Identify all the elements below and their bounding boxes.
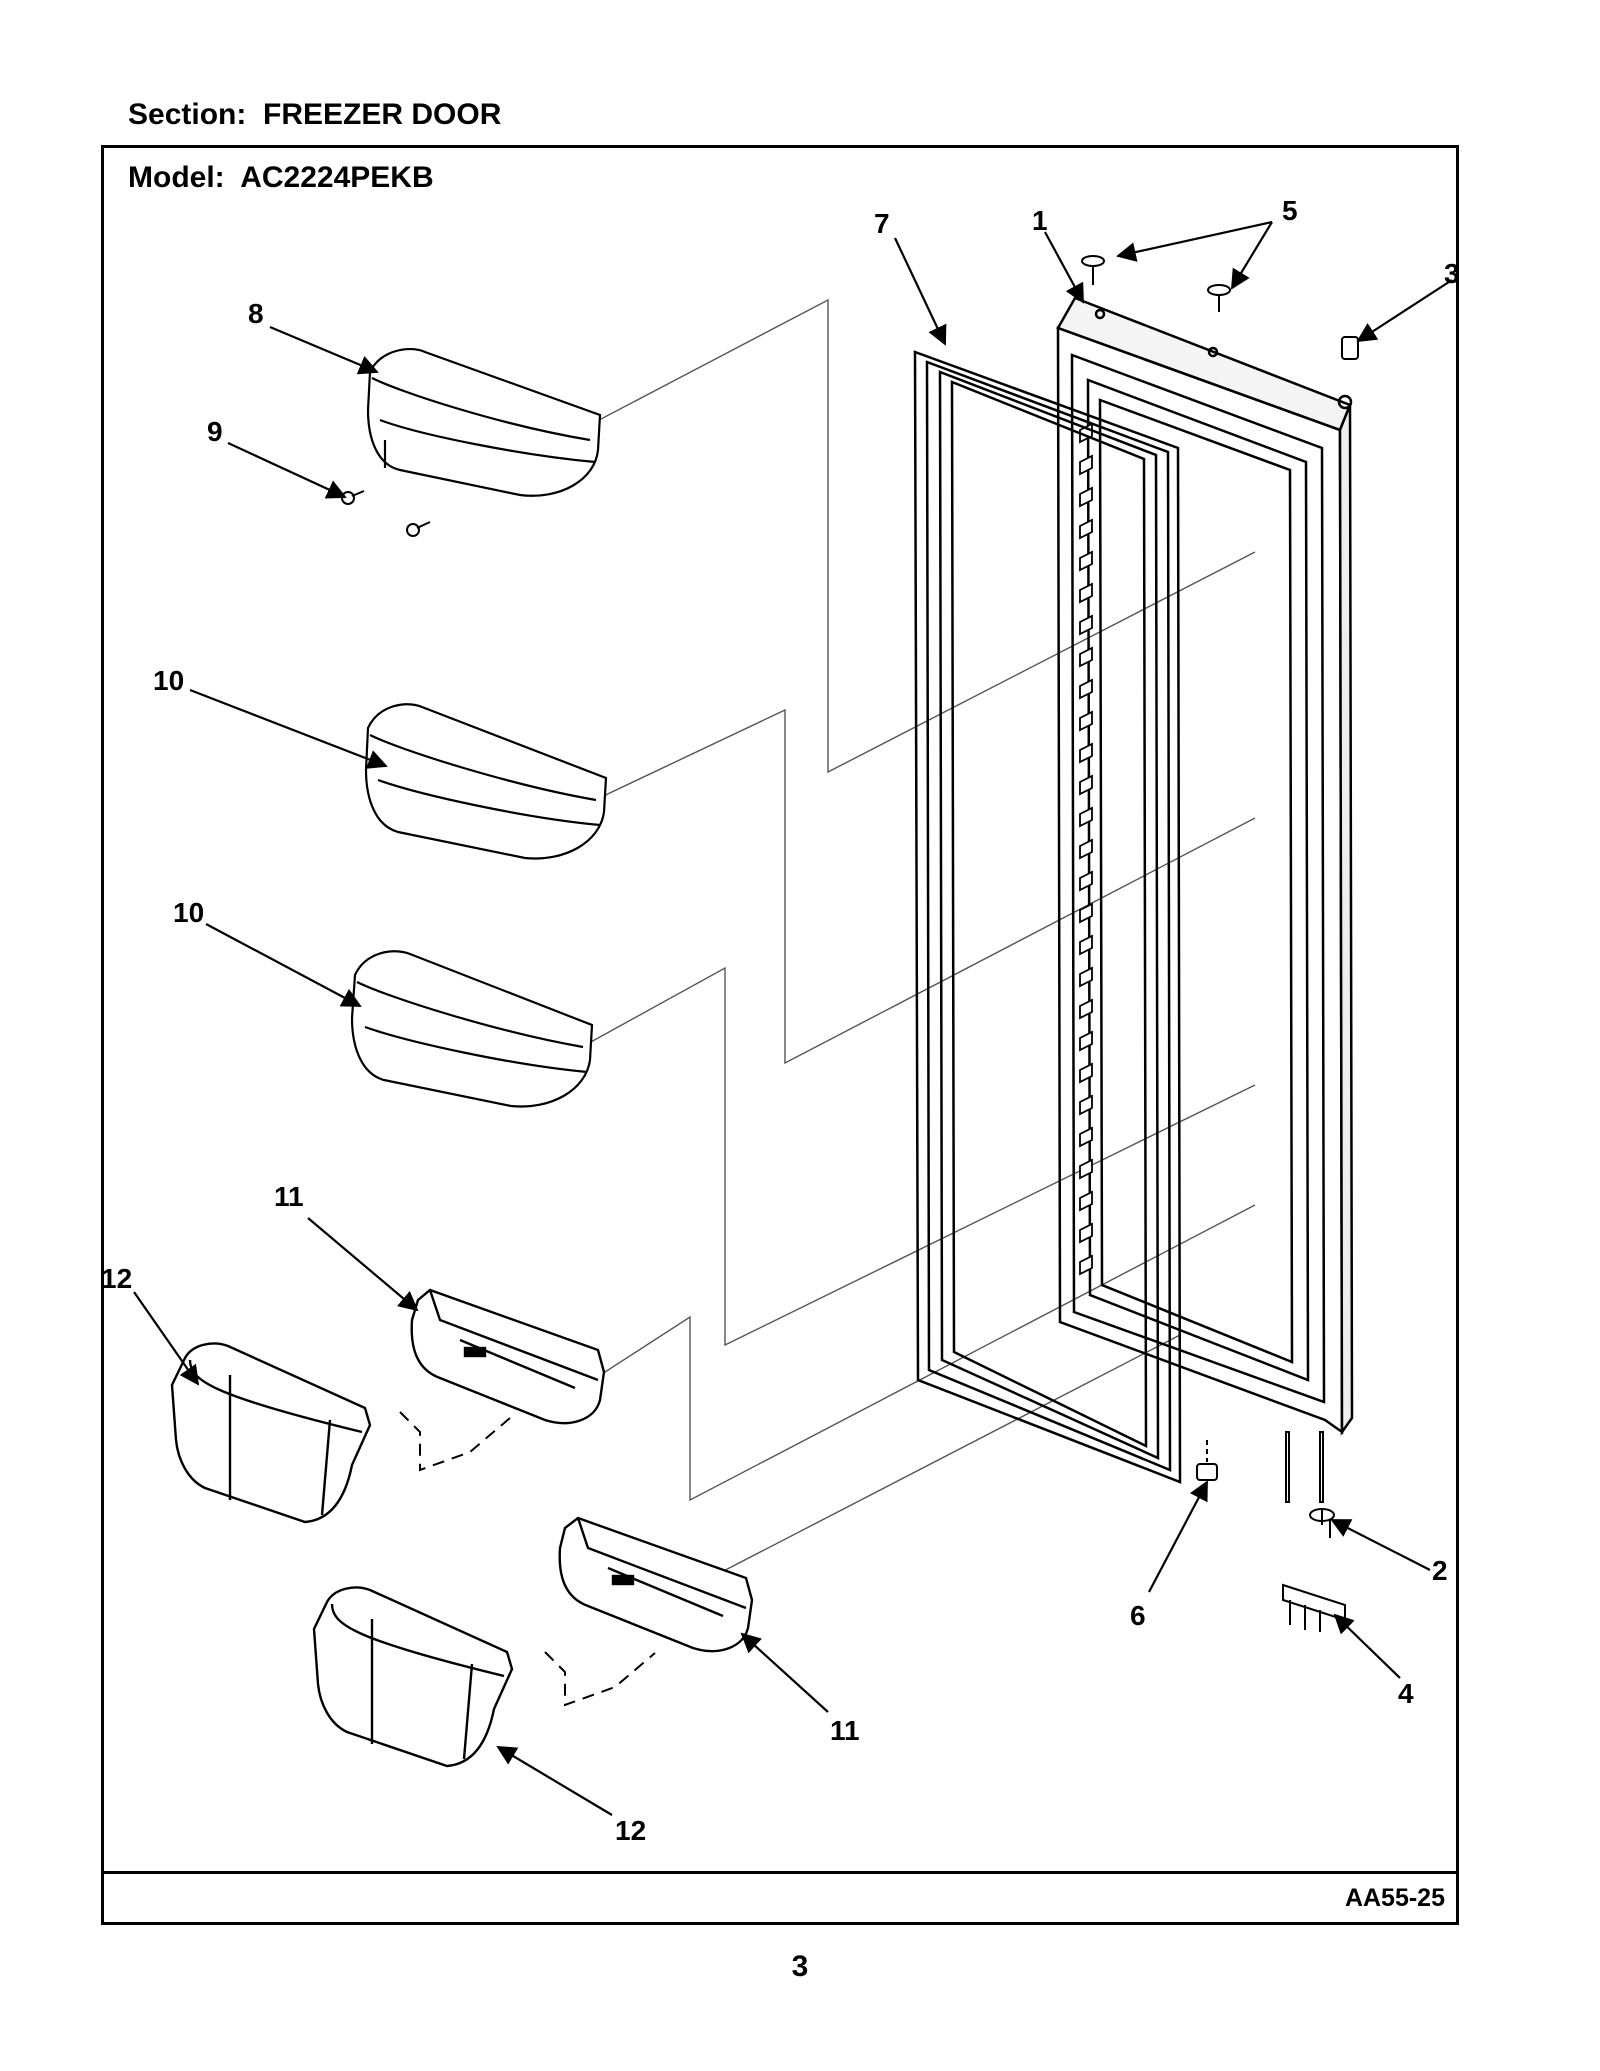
bucket-10-lower — [350, 950, 594, 1108]
callout-12-lower: 12 — [615, 1815, 646, 1846]
page-number: 3 — [791, 1950, 809, 1983]
hinge-pin-caps-5 — [1081, 255, 1231, 312]
callout-labels: 1 5 3 7 8 9 10 10 11 12 2 6 4 11 12 — [101, 195, 1460, 1846]
diagram-frame — [101, 145, 1459, 1925]
callout-10-upper: 10 — [153, 665, 184, 696]
callout-7: 7 — [874, 208, 890, 239]
hidden-attachment-dashes-upper — [399, 1411, 511, 1472]
bucket-11-upper — [410, 1288, 606, 1425]
section-title: Section: FREEZER DOOR — [128, 98, 502, 131]
callout-5: 5 — [1282, 195, 1298, 226]
screws-9 — [341, 490, 431, 537]
callout-8: 8 — [248, 298, 264, 329]
door-stop-6 — [1196, 1440, 1218, 1481]
callout-4: 4 — [1398, 1678, 1414, 1709]
drawing-code: AA55-25 — [1344, 1884, 1445, 1912]
door-liner-ribs — [1079, 422, 1093, 1276]
door-gasket — [913, 350, 1182, 1484]
bucket-10-upper — [364, 703, 608, 860]
hinge-pin-2 — [1285, 1431, 1335, 1538]
callout-9: 9 — [207, 416, 223, 447]
callout-2: 2 — [1432, 1555, 1448, 1586]
footer-divider — [101, 1871, 1459, 1874]
freezer-door-shell — [1056, 296, 1354, 1436]
bucket-12-lower — [312, 1586, 514, 1768]
callout-11-upper: 11 — [274, 1181, 304, 1212]
callout-12-upper: 12 — [101, 1263, 132, 1294]
guide-lines — [579, 298, 1256, 1579]
callout-11-lower: 11 — [830, 1715, 860, 1746]
hidden-attachment-dashes-lower — [544, 1651, 656, 1707]
callout-10-lower: 10 — [173, 897, 204, 928]
bottom-hinge-4 — [1282, 1583, 1346, 1632]
hinge-bushing-3 — [1341, 336, 1359, 360]
callout-3: 3 — [1444, 258, 1460, 289]
model-title: Model: AC2224PEKB — [128, 161, 434, 194]
callout-1: 1 — [1032, 205, 1048, 236]
callout-arrows — [133, 220, 1453, 1816]
callout-6: 6 — [1130, 1600, 1146, 1631]
bucket-11-lower — [558, 1516, 754, 1653]
bucket-8 — [366, 348, 602, 497]
bucket-12-upper — [170, 1342, 372, 1524]
